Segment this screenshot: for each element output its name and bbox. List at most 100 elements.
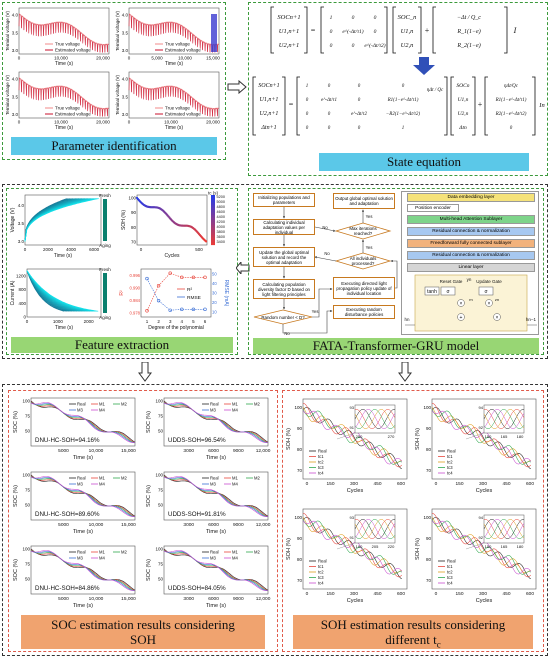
legend-label: tc3	[447, 465, 453, 470]
legend-label: M3	[77, 556, 83, 561]
xtick-label: 15,000	[121, 448, 136, 454]
soh-series-t_c3	[302, 519, 402, 575]
soh-series-t_c3	[302, 409, 402, 465]
xtick-label: 1	[146, 319, 149, 324]
middle-row-outer	[2, 184, 548, 359]
xaxis-label: Time (s)	[73, 529, 93, 535]
aging-label: Aging	[99, 243, 111, 248]
xtick-label: 1000	[53, 319, 64, 324]
soc-series-M4	[163, 402, 269, 443]
eq2-input-2: R2(1−e^-Δt/τ2)	[495, 112, 527, 117]
inset-series	[483, 408, 525, 430]
legend-est-label: Estimated voltage	[55, 112, 91, 117]
fresh-aging-bar	[103, 273, 107, 313]
inset-xtick: 180	[517, 544, 524, 549]
soh-series-t_c1	[302, 403, 402, 468]
ytick-right-label: 40	[212, 281, 217, 286]
colorbar-title: tc (s)	[208, 191, 218, 196]
legend-label: Real	[210, 402, 219, 407]
flow-all-ind-diamond: All individuals processed?	[349, 256, 377, 266]
legend-label: M1	[99, 550, 105, 555]
xaxis-label: Degree of the polynomial	[148, 325, 204, 331]
xtick-label: 4000	[66, 247, 77, 252]
soh-label: SOH estimation results considering diffe…	[293, 615, 533, 650]
soh-series-t_c2	[431, 407, 531, 464]
ytick-label: 75	[158, 414, 164, 419]
arrow-calc-maxiter	[314, 226, 336, 232]
xtick-label: 300	[350, 591, 358, 597]
xtick-label: 150	[455, 481, 463, 487]
xaxis-label: Time (s)	[206, 455, 226, 461]
xtick-label: 6000	[89, 247, 100, 252]
ytick-label: 3.5	[122, 30, 129, 35]
ytick-label: 100	[155, 399, 163, 404]
xtick-label: 5,000	[151, 56, 163, 61]
legend-label: tc2	[318, 570, 324, 575]
legend-label: M4	[232, 482, 238, 487]
ytick-label: 70	[426, 468, 432, 473]
ytick-label: 90	[297, 536, 303, 541]
legend-label: tc3	[447, 575, 453, 580]
ytick-label: 90	[297, 426, 303, 431]
inset-ytick: 94	[479, 515, 484, 520]
xtick-label: 6000	[208, 596, 219, 602]
eq1-input-0: −Δt / Q_c	[457, 15, 481, 21]
soc-plot-title: UDDS-SOH=91.81%	[168, 511, 226, 518]
inset-series	[354, 408, 396, 429]
ytick-label: 50	[25, 577, 31, 582]
xtick-label: 3000	[183, 596, 194, 602]
colorbar-segment	[211, 202, 215, 206]
legend-label: M4	[99, 556, 105, 561]
arrow-down-right	[398, 362, 412, 382]
legend-est-label: Estimated voltage	[165, 112, 201, 117]
xtick-label: 500	[195, 247, 203, 252]
eq2-plus: +	[477, 100, 482, 109]
inset-connector	[465, 542, 485, 550]
flow-calc-adapt-box: Calculating individual adaptation values…	[253, 219, 315, 235]
eq2-input-bracket-right	[532, 76, 536, 136]
eq2-state-0: SOCn	[456, 83, 469, 89]
soh-series-t_c1	[431, 513, 531, 578]
legend-label: M1	[232, 476, 238, 481]
eq-transform-arrow	[413, 57, 435, 75]
ytick-label: 50	[158, 577, 164, 582]
inset-ytick: 94	[479, 405, 484, 410]
legend-label: M3	[77, 482, 83, 487]
eq2-mat-cell: 0	[358, 126, 361, 131]
eq1-mat-cell: 0	[352, 15, 355, 21]
legend-true-label: True voltage	[165, 42, 190, 47]
soc-series-M1	[30, 401, 136, 443]
ytick-label: 0	[23, 315, 26, 320]
colorbar-segment	[211, 197, 215, 201]
eq2-state-1: U1,n	[458, 97, 469, 103]
ytick-label: 4.0	[12, 77, 19, 82]
xaxis-label: Time (s)	[206, 603, 226, 609]
gru-op-symbol: ×	[488, 301, 491, 307]
flow-yes-label-3: Yes	[312, 309, 319, 314]
legend-label: M2	[121, 550, 127, 555]
r2-point	[145, 309, 149, 313]
eq2-mat-cell: 0	[328, 84, 331, 89]
soh-series-t_c2	[431, 517, 531, 574]
legend-est-label: Estimated voltage	[55, 48, 91, 53]
soc-plot-title: DNU-HC-SOH=84.86%	[35, 585, 100, 592]
feature-label: Feature extraction	[11, 337, 233, 353]
inset-series	[354, 518, 396, 540]
flow-all-ind-diamond-shape	[334, 252, 392, 270]
colorbar-segment	[211, 200, 215, 203]
flow-exec-random-box: Executing random disturbance policies	[333, 305, 395, 319]
fresh-label: Fresh	[99, 267, 111, 272]
colorbar-segment	[211, 207, 215, 211]
xtick-label: 5	[192, 319, 195, 324]
